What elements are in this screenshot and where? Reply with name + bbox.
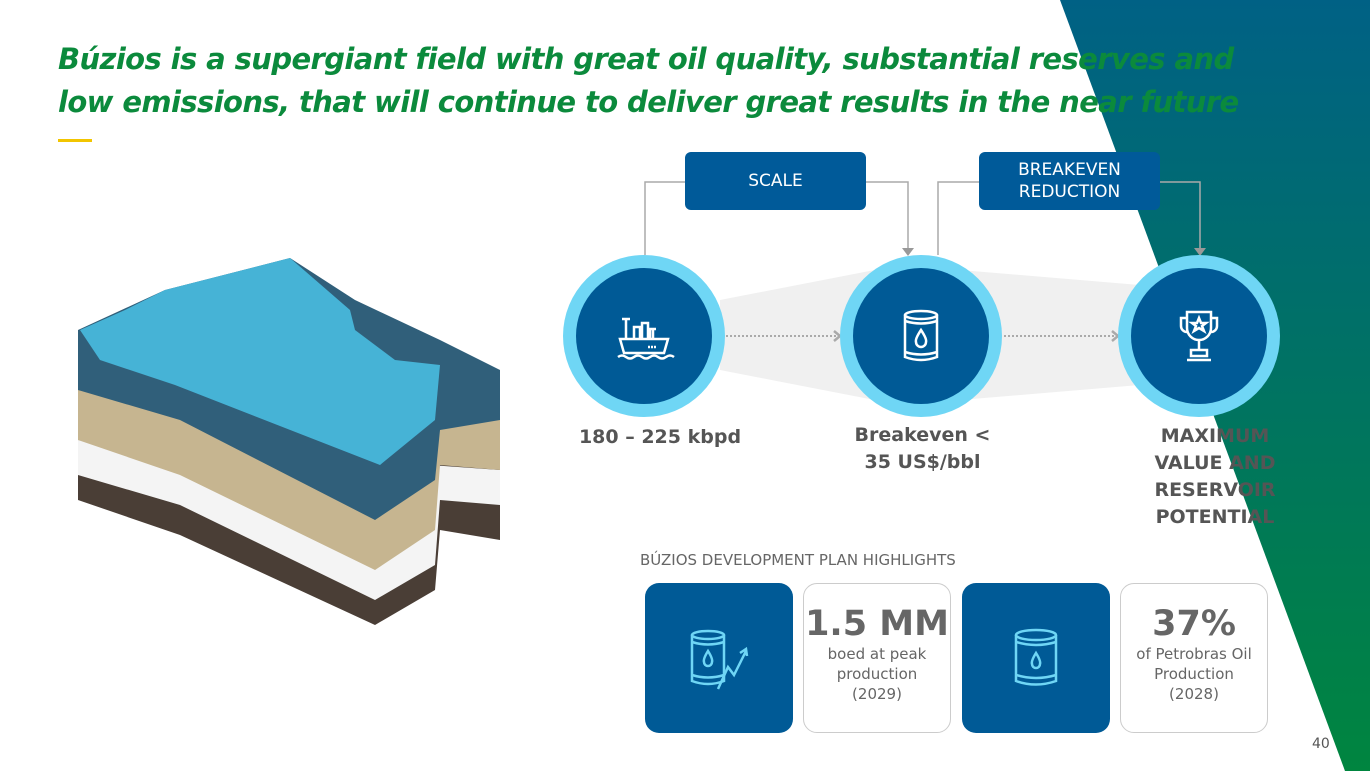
title-accent-bar [58,139,92,142]
scale-box: SCALE [685,152,866,210]
production-share-desc: of Petrobras Oil Production [1136,645,1252,683]
scale-circle [563,255,725,417]
oil-barrel-icon [1014,628,1058,686]
breakeven-circle [840,255,1002,417]
peak-production-year: (2029) [852,685,902,703]
reservoir-illustration [78,258,500,625]
breakeven-label: Breakeven < 35 US$/bbl [854,424,991,473]
production-share-card: 37% of Petrobras Oil Production (2028) [1120,583,1268,733]
page-title: Búzios is a supergiant field with great … [58,42,1239,119]
peak-production-value: 1.5 MM [805,604,949,644]
oil-barrel-icon [903,309,939,362]
share-icon-card [962,583,1110,733]
production-share-value: 37% [1152,604,1236,644]
breakeven-reduction-box: BREAKEVEN REDUCTION [979,152,1160,210]
peak-production-card: 1.5 MM boed at peak production (2029) [803,583,951,733]
maximum-value-label: MAXIMUM VALUE AND RESERVOIR POTENTIAL [1154,425,1276,528]
scale-label: 180 – 225 kbpd [578,426,742,448]
trophy-icon [1179,310,1219,362]
page-number: 40 [1312,736,1330,752]
oil-barrel-growth-icon [690,629,749,690]
ship-icon [617,317,675,360]
production-share-year: (2028) [1169,685,1219,703]
production-icon-card [645,583,793,733]
maximum-value-circle [1118,255,1280,417]
highlights-heading: BÚZIOS DEVELOPMENT PLAN HIGHLIGHTS [640,551,956,569]
peak-production-desc: boed at peak production [827,645,927,683]
